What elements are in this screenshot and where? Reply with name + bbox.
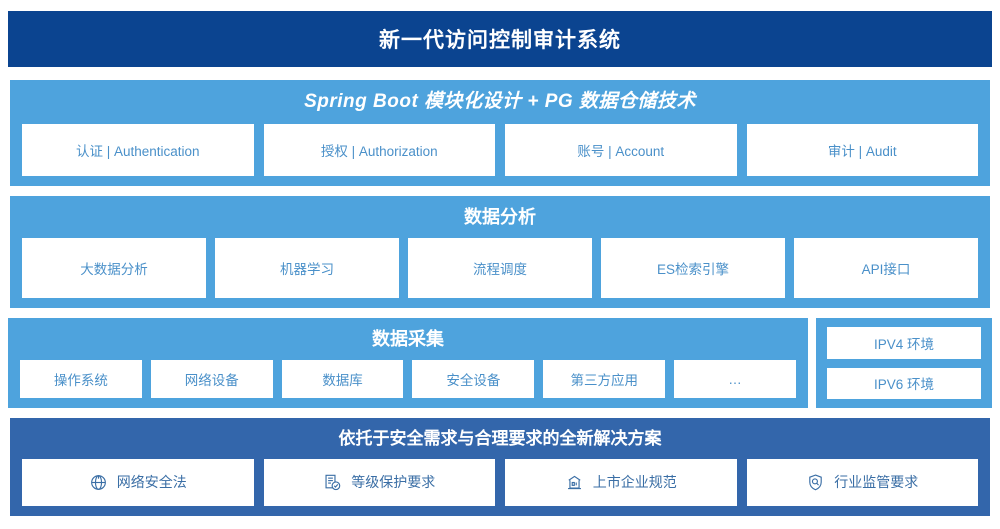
environment-section: IPV4 环境 IPV6 环境 [816, 318, 992, 408]
shield-search-icon [806, 473, 825, 492]
card-es-search-engine[interactable]: ES检索引擎 [601, 238, 785, 298]
card-label: 认证 | Authentication [75, 143, 200, 159]
spring-boot-card-row: 认证 | Authentication 授权 | Authorization 账… [22, 123, 978, 176]
data-analysis-inner-box: 数据分析 大数据分析 机器学习 流程调度 ES检索引擎 API接口 [8, 194, 992, 310]
bank-building-icon [565, 473, 584, 492]
spring-boot-section: Spring Boot 模块化设计 + PG 数据仓储技术 认证 | Authe… [8, 78, 992, 188]
card-classified-protection-requirements[interactable]: 等级保护要求 [263, 458, 495, 506]
card-label: 安全设备 [446, 373, 501, 388]
globe-icon [89, 473, 108, 492]
card-label: 大数据分析 [80, 262, 148, 277]
environment-inner-box: IPV4 环境 IPV6 环境 [816, 318, 992, 408]
card-machine-learning[interactable]: 机器学习 [215, 238, 399, 298]
data-analysis-section: 数据分析 大数据分析 机器学习 流程调度 ES检索引擎 API接口 [8, 194, 992, 310]
card-label: 授权 | Authorization [320, 143, 438, 159]
certificate-check-icon [323, 473, 342, 492]
card-audit[interactable]: 审计 | Audit [746, 123, 978, 176]
card-label: API接口 [861, 262, 911, 277]
solution-card-row: 网络安全法 等级保护要求 [22, 458, 978, 506]
card-operating-system[interactable]: 操作系统 [20, 360, 142, 398]
page-header: 新一代访问控制审计系统 [8, 11, 992, 67]
card-label: 网络设备 [184, 373, 239, 388]
spring-boot-inner-box: Spring Boot 模块化设计 + PG 数据仓储技术 认证 | Authe… [8, 78, 992, 188]
card-account[interactable]: 账号 | Account [505, 123, 737, 176]
page-title: 新一代访问控制审计系统 [379, 29, 621, 52]
card-label: 账号 | Account [577, 143, 665, 159]
card-label: 操作系统 [53, 373, 108, 388]
card-industry-regulatory-requirements[interactable]: 行业监管要求 [746, 458, 978, 506]
card-cybersecurity-law[interactable]: 网络安全法 [22, 458, 254, 506]
card-process-scheduling[interactable]: 流程调度 [408, 238, 592, 298]
card-label: IPV4 环境 [873, 336, 935, 352]
card-label: 流程调度 [473, 262, 527, 277]
card-database[interactable]: 数据库 [281, 360, 404, 398]
card-label: ES检索引擎 [656, 262, 729, 277]
card-label: 等级保护要求 [351, 474, 436, 491]
data-analysis-card-row: 大数据分析 机器学习 流程调度 ES检索引擎 API接口 [22, 238, 978, 298]
card-third-party-application[interactable]: 第三方应用 [543, 360, 666, 398]
card-big-data-analysis[interactable]: 大数据分析 [22, 238, 206, 298]
data-collection-card-row: 操作系统 网络设备 数据库 安全设备 第三方应用 … [20, 360, 796, 398]
solution-section: 依托于安全需求与合理要求的全新解决方案 网络安全法 [8, 416, 992, 518]
data-analysis-section-title: 数据分析 [464, 207, 536, 227]
card-label: 行业监管要求 [834, 474, 919, 491]
solution-section-title: 依托于安全需求与合理要求的全新解决方案 [338, 429, 662, 448]
card-more-ellipsis[interactable]: … [674, 360, 796, 398]
card-listed-enterprise-standards[interactable]: 上市企业规范 [505, 458, 737, 506]
card-authorization[interactable]: 授权 | Authorization [263, 123, 495, 176]
data-collection-section-title: 数据采集 [372, 329, 444, 349]
card-label: 机器学习 [280, 262, 334, 277]
card-network-device[interactable]: 网络设备 [150, 360, 273, 398]
card-ipv6-environment[interactable]: IPV6 环境 [827, 367, 981, 399]
card-label: … [728, 371, 742, 387]
spring-boot-section-title: Spring Boot 模块化设计 + PG 数据仓储技术 [304, 91, 696, 112]
card-label: IPV6 环境 [873, 377, 935, 393]
card-ipv4-environment[interactable]: IPV4 环境 [827, 327, 981, 359]
card-label: 第三方应用 [570, 373, 638, 388]
card-api-interface[interactable]: API接口 [794, 238, 978, 298]
card-label: 审计 | Audit [827, 143, 897, 159]
card-label: 上市企业规范 [592, 474, 677, 491]
card-label: 网络安全法 [116, 474, 187, 491]
data-collection-inner-box: 数据采集 操作系统 网络设备 数据库 安全设备 第三方应用 … [8, 318, 808, 408]
card-security-device[interactable]: 安全设备 [412, 360, 535, 398]
card-authentication[interactable]: 认证 | Authentication [22, 123, 254, 176]
solution-inner-box: 依托于安全需求与合理要求的全新解决方案 网络安全法 [8, 416, 992, 518]
card-label: 数据库 [322, 373, 363, 388]
data-collection-section: 数据采集 操作系统 网络设备 数据库 安全设备 第三方应用 … [8, 318, 808, 408]
